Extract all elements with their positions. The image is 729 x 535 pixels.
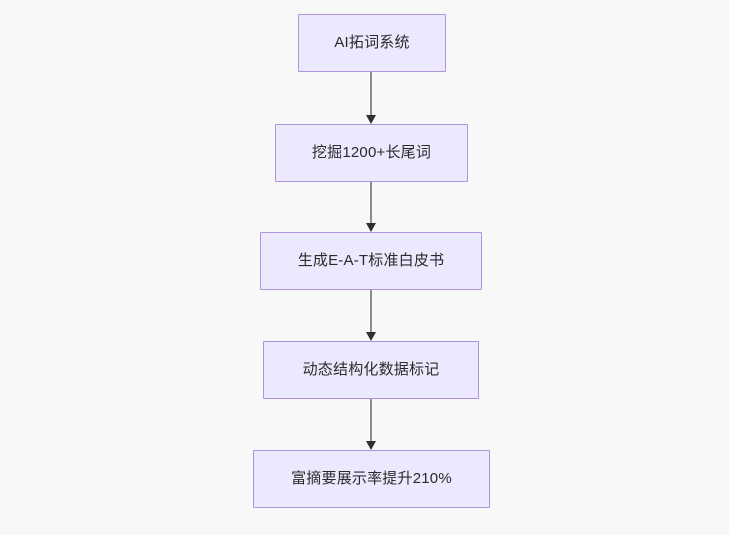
edge-line [370,290,372,333]
flowchart-node-generate-eat-whitepaper[interactable]: 生成E-A-T标准白皮书 [260,232,482,290]
arrowhead-icon [366,223,376,232]
node-label: 富摘要展示率提升210% [291,470,452,487]
arrowhead-icon [366,332,376,341]
flowchart-node-ai-keyword-system[interactable]: AI拓词系统 [298,14,446,72]
arrowhead-icon [366,115,376,124]
node-label: AI拓词系统 [334,34,410,51]
edge-line [370,399,372,442]
edge-line [370,182,372,224]
flowchart-node-dynamic-structured-data-markup[interactable]: 动态结构化数据标记 [263,341,479,399]
node-label: 动态结构化数据标记 [302,361,440,378]
node-label: 挖掘1200+长尾词 [311,144,432,161]
flowchart-node-rich-snippet-impression-lift[interactable]: 富摘要展示率提升210% [253,450,490,508]
flowchart-node-mine-longtail-keywords[interactable]: 挖掘1200+长尾词 [275,124,468,182]
node-label: 生成E-A-T标准白皮书 [297,252,445,269]
edge-line [370,72,372,116]
arrowhead-icon [366,441,376,450]
